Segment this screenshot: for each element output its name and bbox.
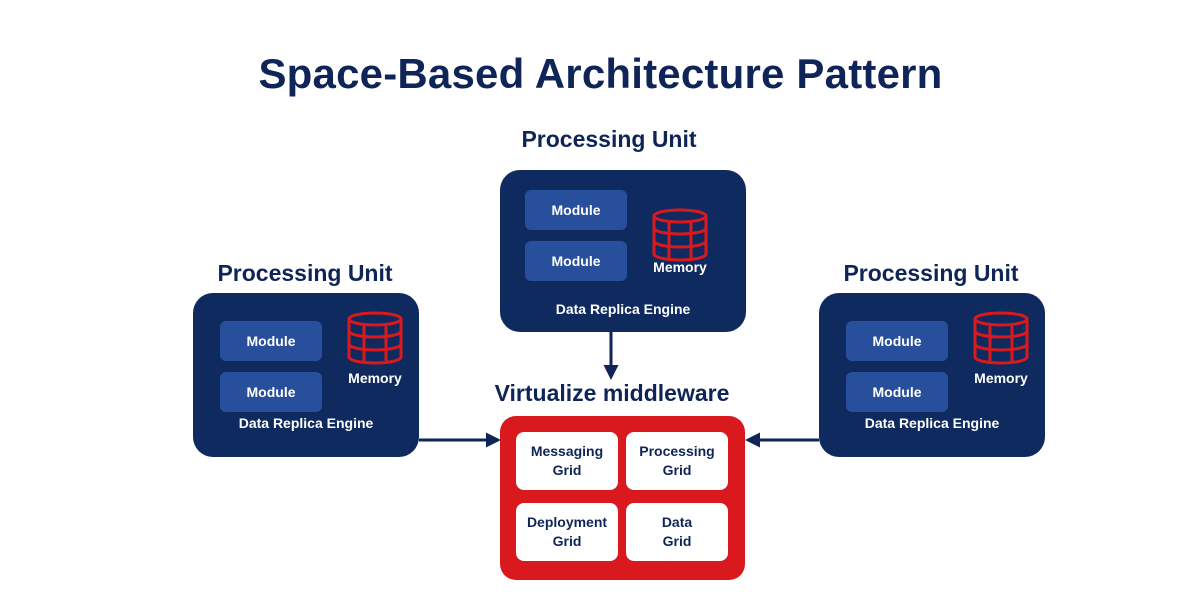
- diagram-title: Space-Based Architecture Pattern: [258, 50, 943, 97]
- grid-label-line2: Grid: [662, 462, 692, 478]
- module-box: Module: [220, 321, 322, 361]
- processing-unit-right: Module Module Memory Data Replica Engine: [819, 293, 1045, 457]
- middleware-box: Messaging Grid Processing Grid Deploymen…: [500, 416, 745, 580]
- processing-grid: Processing Grid: [626, 432, 728, 490]
- messaging-grid: Messaging Grid: [516, 432, 618, 490]
- grid-label-line1: Deployment: [526, 514, 608, 530]
- grid-label-line2: Grid: [552, 462, 582, 478]
- data-replica-engine-label: Data Replica Engine: [555, 301, 691, 317]
- processing-unit-left-heading: Processing Unit: [217, 260, 393, 286]
- data-grid: Data Grid: [626, 503, 728, 561]
- grid-label-line2: Grid: [552, 533, 582, 549]
- memory-label: Memory: [348, 370, 402, 386]
- module-box: Module: [220, 372, 322, 412]
- module-box: Module: [525, 241, 627, 281]
- processing-unit-right-heading: Processing Unit: [843, 260, 1019, 286]
- grid-label-line1: Processing: [639, 443, 715, 459]
- deployment-grid: Deployment Grid: [516, 503, 618, 561]
- grid-label-line1: Messaging: [530, 443, 604, 459]
- module-box: Module: [525, 190, 627, 230]
- memory-label: Memory: [653, 259, 707, 275]
- memory-label: Memory: [974, 370, 1028, 386]
- module-box: Module: [846, 372, 948, 412]
- processing-unit-top: Module Module Memory Data Replica Engine: [500, 170, 746, 332]
- processing-unit-top-heading: Processing Unit: [521, 126, 697, 152]
- data-replica-engine-label: Data Replica Engine: [864, 415, 1000, 431]
- middleware-heading: Virtualize middleware: [494, 380, 730, 406]
- data-replica-engine-label: Data Replica Engine: [238, 415, 374, 431]
- grid-label-line1: Data: [661, 514, 693, 530]
- processing-unit-left: Module Module Memory Data Replica Engine: [193, 293, 419, 457]
- module-box: Module: [846, 321, 948, 361]
- grid-label-line2: Grid: [662, 533, 692, 549]
